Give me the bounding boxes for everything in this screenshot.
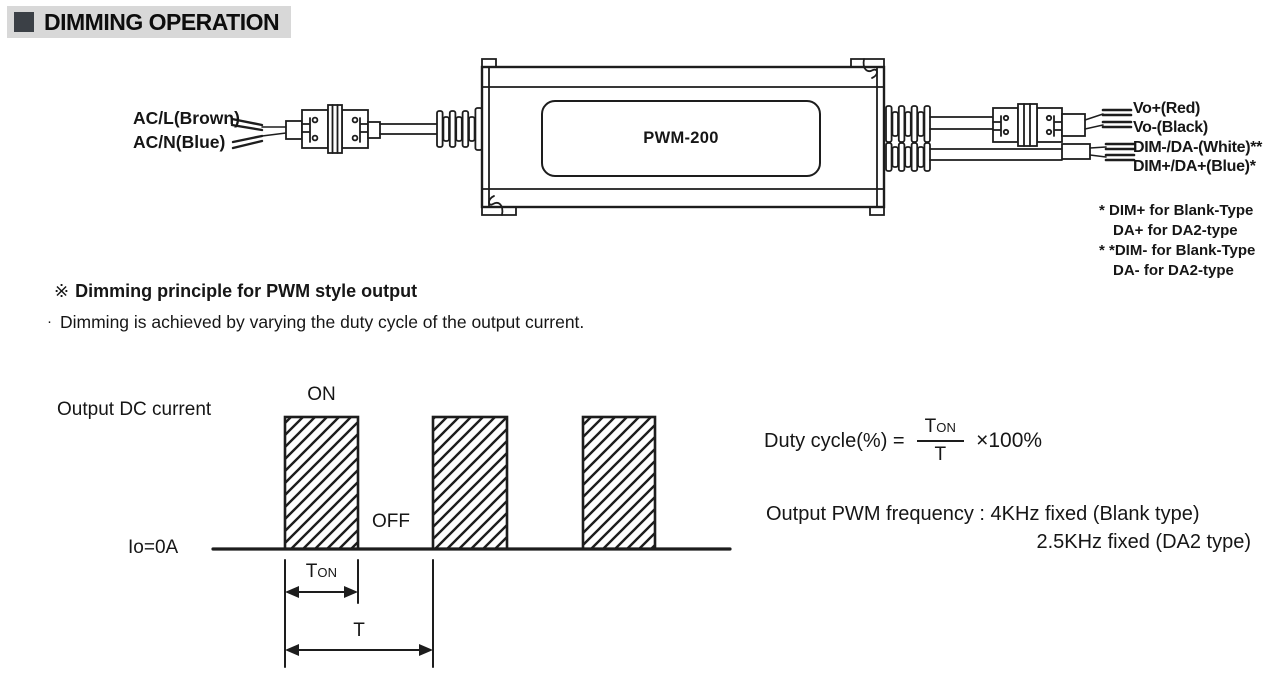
label-ac-line: AC/L(Brown) — [133, 108, 240, 128]
ear-hook-cutout — [862, 58, 878, 79]
waveform-pulse — [283, 415, 360, 551]
arrowhead — [285, 586, 299, 598]
output-wires-top — [1084, 108, 1133, 130]
arrowhead — [344, 586, 358, 598]
input-connector — [301, 104, 369, 154]
mounting-ear-bottom-left — [481, 206, 517, 216]
page-title: DIMMING OPERATION — [44, 8, 280, 35]
label-dim-plus: DIM+/DA+(Blue)* — [1133, 158, 1256, 176]
output-connector — [992, 103, 1086, 147]
model-label-plate — [541, 100, 821, 177]
output-wire-labels: Vo+(Red) Vo-(Black) DIM-/DA-(White)** DI… — [1133, 99, 1262, 177]
bullet-dot: · — [47, 313, 52, 330]
footnote-line: * DIM+ for Blank-Type — [1099, 202, 1254, 219]
arrowhead — [285, 644, 299, 656]
input-wire-labels: AC/L(Brown) AC/N(Blue) — [133, 106, 240, 154]
ton-sub: ON — [317, 565, 338, 580]
formula-lhs: Duty cycle(%) = — [764, 429, 905, 452]
section-header: DIMMING OPERATION — [7, 6, 291, 38]
device-body — [480, 58, 886, 216]
input-strain-relief — [436, 107, 483, 151]
section-marker-icon — [14, 12, 34, 32]
numerator-main: T — [924, 416, 937, 438]
waveform-pulse — [581, 415, 657, 551]
output-strain-reliefs — [885, 105, 931, 172]
reference-mark: ※ — [54, 281, 70, 301]
principle-body-text: Dimming is achieved by varying the duty … — [60, 312, 585, 332]
principle-heading: ※Dimming principle for PWM style output — [54, 281, 417, 302]
pwm-waveform — [211, 415, 732, 551]
output-cable-bottom — [929, 142, 1136, 162]
arrowhead — [419, 644, 433, 656]
footnote-line: * *DIM- for Blank-Type — [1099, 242, 1256, 259]
ear-hook-cutout — [488, 195, 504, 216]
waveform-axis-label: Output DC current — [57, 399, 212, 420]
output-cable-top — [929, 116, 994, 130]
label-ac-neutral: AC/N(Blue) — [133, 132, 226, 152]
dimension-lines — [284, 559, 434, 668]
waveform-period-label: T — [353, 620, 365, 641]
principle-body: · Dimming is achieved by varying the duty… — [47, 312, 584, 333]
label-dim-minus: DIM-/DA-(White)** — [1133, 138, 1263, 156]
waveform-pulse — [431, 415, 509, 551]
waveform-zero-label: Io=0A — [128, 537, 179, 558]
ton-main: T — [305, 561, 318, 582]
wire-footnotes: * DIM+ for Blank-Type DA+ for DA2-type *… — [1099, 201, 1255, 281]
formula-rhs: ×100% — [976, 429, 1043, 452]
mounting-ear-top-right — [850, 58, 885, 68]
formula-fraction: TON T — [916, 416, 965, 465]
fraction-denominator: T — [934, 444, 947, 465]
fraction-numerator: TON — [916, 416, 965, 442]
label-vo-plus: Vo+(Red) — [1133, 100, 1201, 117]
numerator-sub: ON — [936, 420, 957, 436]
principle-heading-text: Dimming principle for PWM style output — [75, 281, 418, 301]
device-model-label: PWM-200 — [643, 129, 719, 147]
label-vo-minus: Vo-(Black) — [1133, 119, 1208, 137]
waveform-ton-label: TON — [285, 561, 358, 583]
input-cable — [367, 121, 438, 139]
waveform-on-label: ON — [307, 384, 336, 405]
input-wires — [230, 117, 303, 150]
pwm-frequency-line2: 2.5KHz fixed (DA2 type) — [1036, 531, 1251, 553]
pwm-frequency-line1: Output PWM frequency : 4KHz fixed (Blank… — [766, 503, 1200, 525]
waveform-off-label: OFF — [372, 511, 410, 532]
footnote-line: DA+ for DA2-type — [1113, 222, 1238, 239]
footnote-line: DA- for DA2-type — [1113, 262, 1234, 279]
duty-cycle-formula: Duty cycle(%) = TON T ×100% — [764, 404, 1042, 478]
